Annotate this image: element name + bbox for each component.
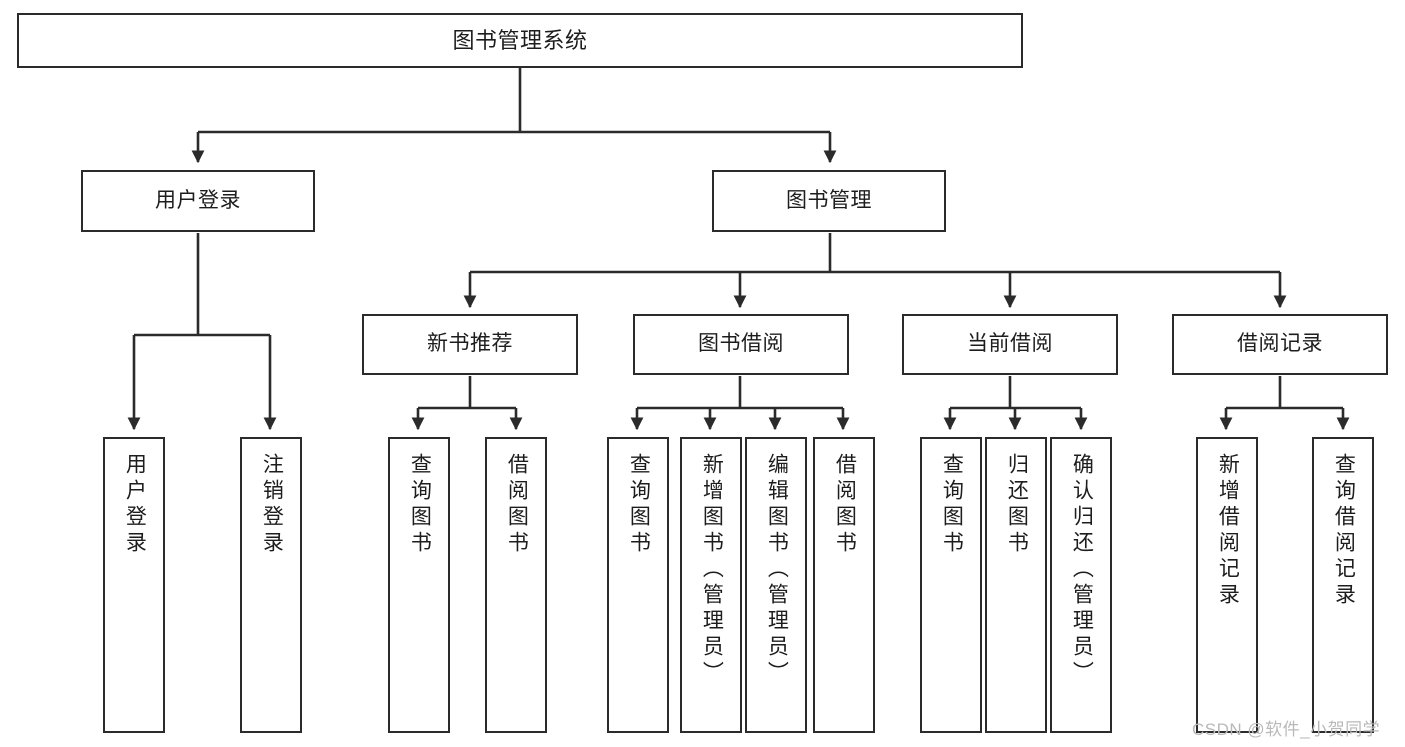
node-label: 借阅图书 xyxy=(505,453,529,557)
node-label: 图书借阅 xyxy=(698,332,784,356)
node-borrow-records[interactable]: 借阅记录 xyxy=(1172,314,1388,375)
csdn-watermark: CSDN @软件_小贺同学 xyxy=(1192,720,1381,739)
node-label: 编辑图书（管理员） xyxy=(765,453,789,687)
node-label: 用户登录 xyxy=(123,453,147,557)
node-label: 注销登录 xyxy=(260,453,284,557)
leaf-new-book-borrow-books[interactable]: 借阅图书 xyxy=(485,437,547,733)
node-label: 归还图书 xyxy=(1005,453,1029,557)
node-label: 新增图书（管理员） xyxy=(700,453,724,687)
leaf-new-book-query-books[interactable]: 查询图书 xyxy=(388,437,450,733)
node-label: 当前借阅 xyxy=(967,332,1053,356)
leaf-current-borrow-return-books[interactable]: 归还图书 xyxy=(985,437,1047,733)
node-user-login[interactable]: 用户登录 xyxy=(81,170,315,232)
node-new-book-recommendation[interactable]: 新书推荐 xyxy=(362,314,578,375)
leaf-current-borrow-query-books[interactable]: 查询图书 xyxy=(920,437,982,733)
node-book-management[interactable]: 图书管理 xyxy=(712,170,946,232)
leaf-book-borrow-add-book-admin[interactable]: 新增图书（管理员） xyxy=(680,437,742,733)
node-label: 确认归还（管理员） xyxy=(1070,453,1094,687)
node-label: 借阅记录 xyxy=(1237,332,1323,356)
leaf-borrow-record-query-record[interactable]: 查询借阅记录 xyxy=(1312,437,1374,733)
node-label: 新增借阅记录 xyxy=(1216,453,1240,609)
leaf-book-borrow-query-books[interactable]: 查询图书 xyxy=(607,437,669,733)
leaf-user-login-login[interactable]: 用户登录 xyxy=(103,437,165,733)
node-book-borrowing[interactable]: 图书借阅 xyxy=(633,314,849,375)
node-root-library-management-system[interactable]: 图书管理系统 xyxy=(17,13,1023,68)
node-label: 查询借阅记录 xyxy=(1332,453,1356,609)
node-label: 用户登录 xyxy=(155,188,241,212)
node-label: 查询图书 xyxy=(408,453,432,557)
leaf-borrow-record-add-record[interactable]: 新增借阅记录 xyxy=(1196,437,1258,733)
node-label: 图书管理系统 xyxy=(452,27,588,53)
node-current-borrowing[interactable]: 当前借阅 xyxy=(902,314,1118,375)
node-label: 查询图书 xyxy=(940,453,964,557)
leaf-current-borrow-confirm-return-admin[interactable]: 确认归还（管理员） xyxy=(1050,437,1112,733)
leaf-book-borrow-edit-book-admin[interactable]: 编辑图书（管理员） xyxy=(745,437,807,733)
node-label: 图书管理 xyxy=(786,188,872,212)
node-label: 查询图书 xyxy=(627,453,651,557)
node-label: 新书推荐 xyxy=(427,332,513,356)
leaf-book-borrow-borrow-books[interactable]: 借阅图书 xyxy=(813,437,875,733)
node-label: 借阅图书 xyxy=(833,453,857,557)
leaf-user-login-logout[interactable]: 注销登录 xyxy=(240,437,302,733)
